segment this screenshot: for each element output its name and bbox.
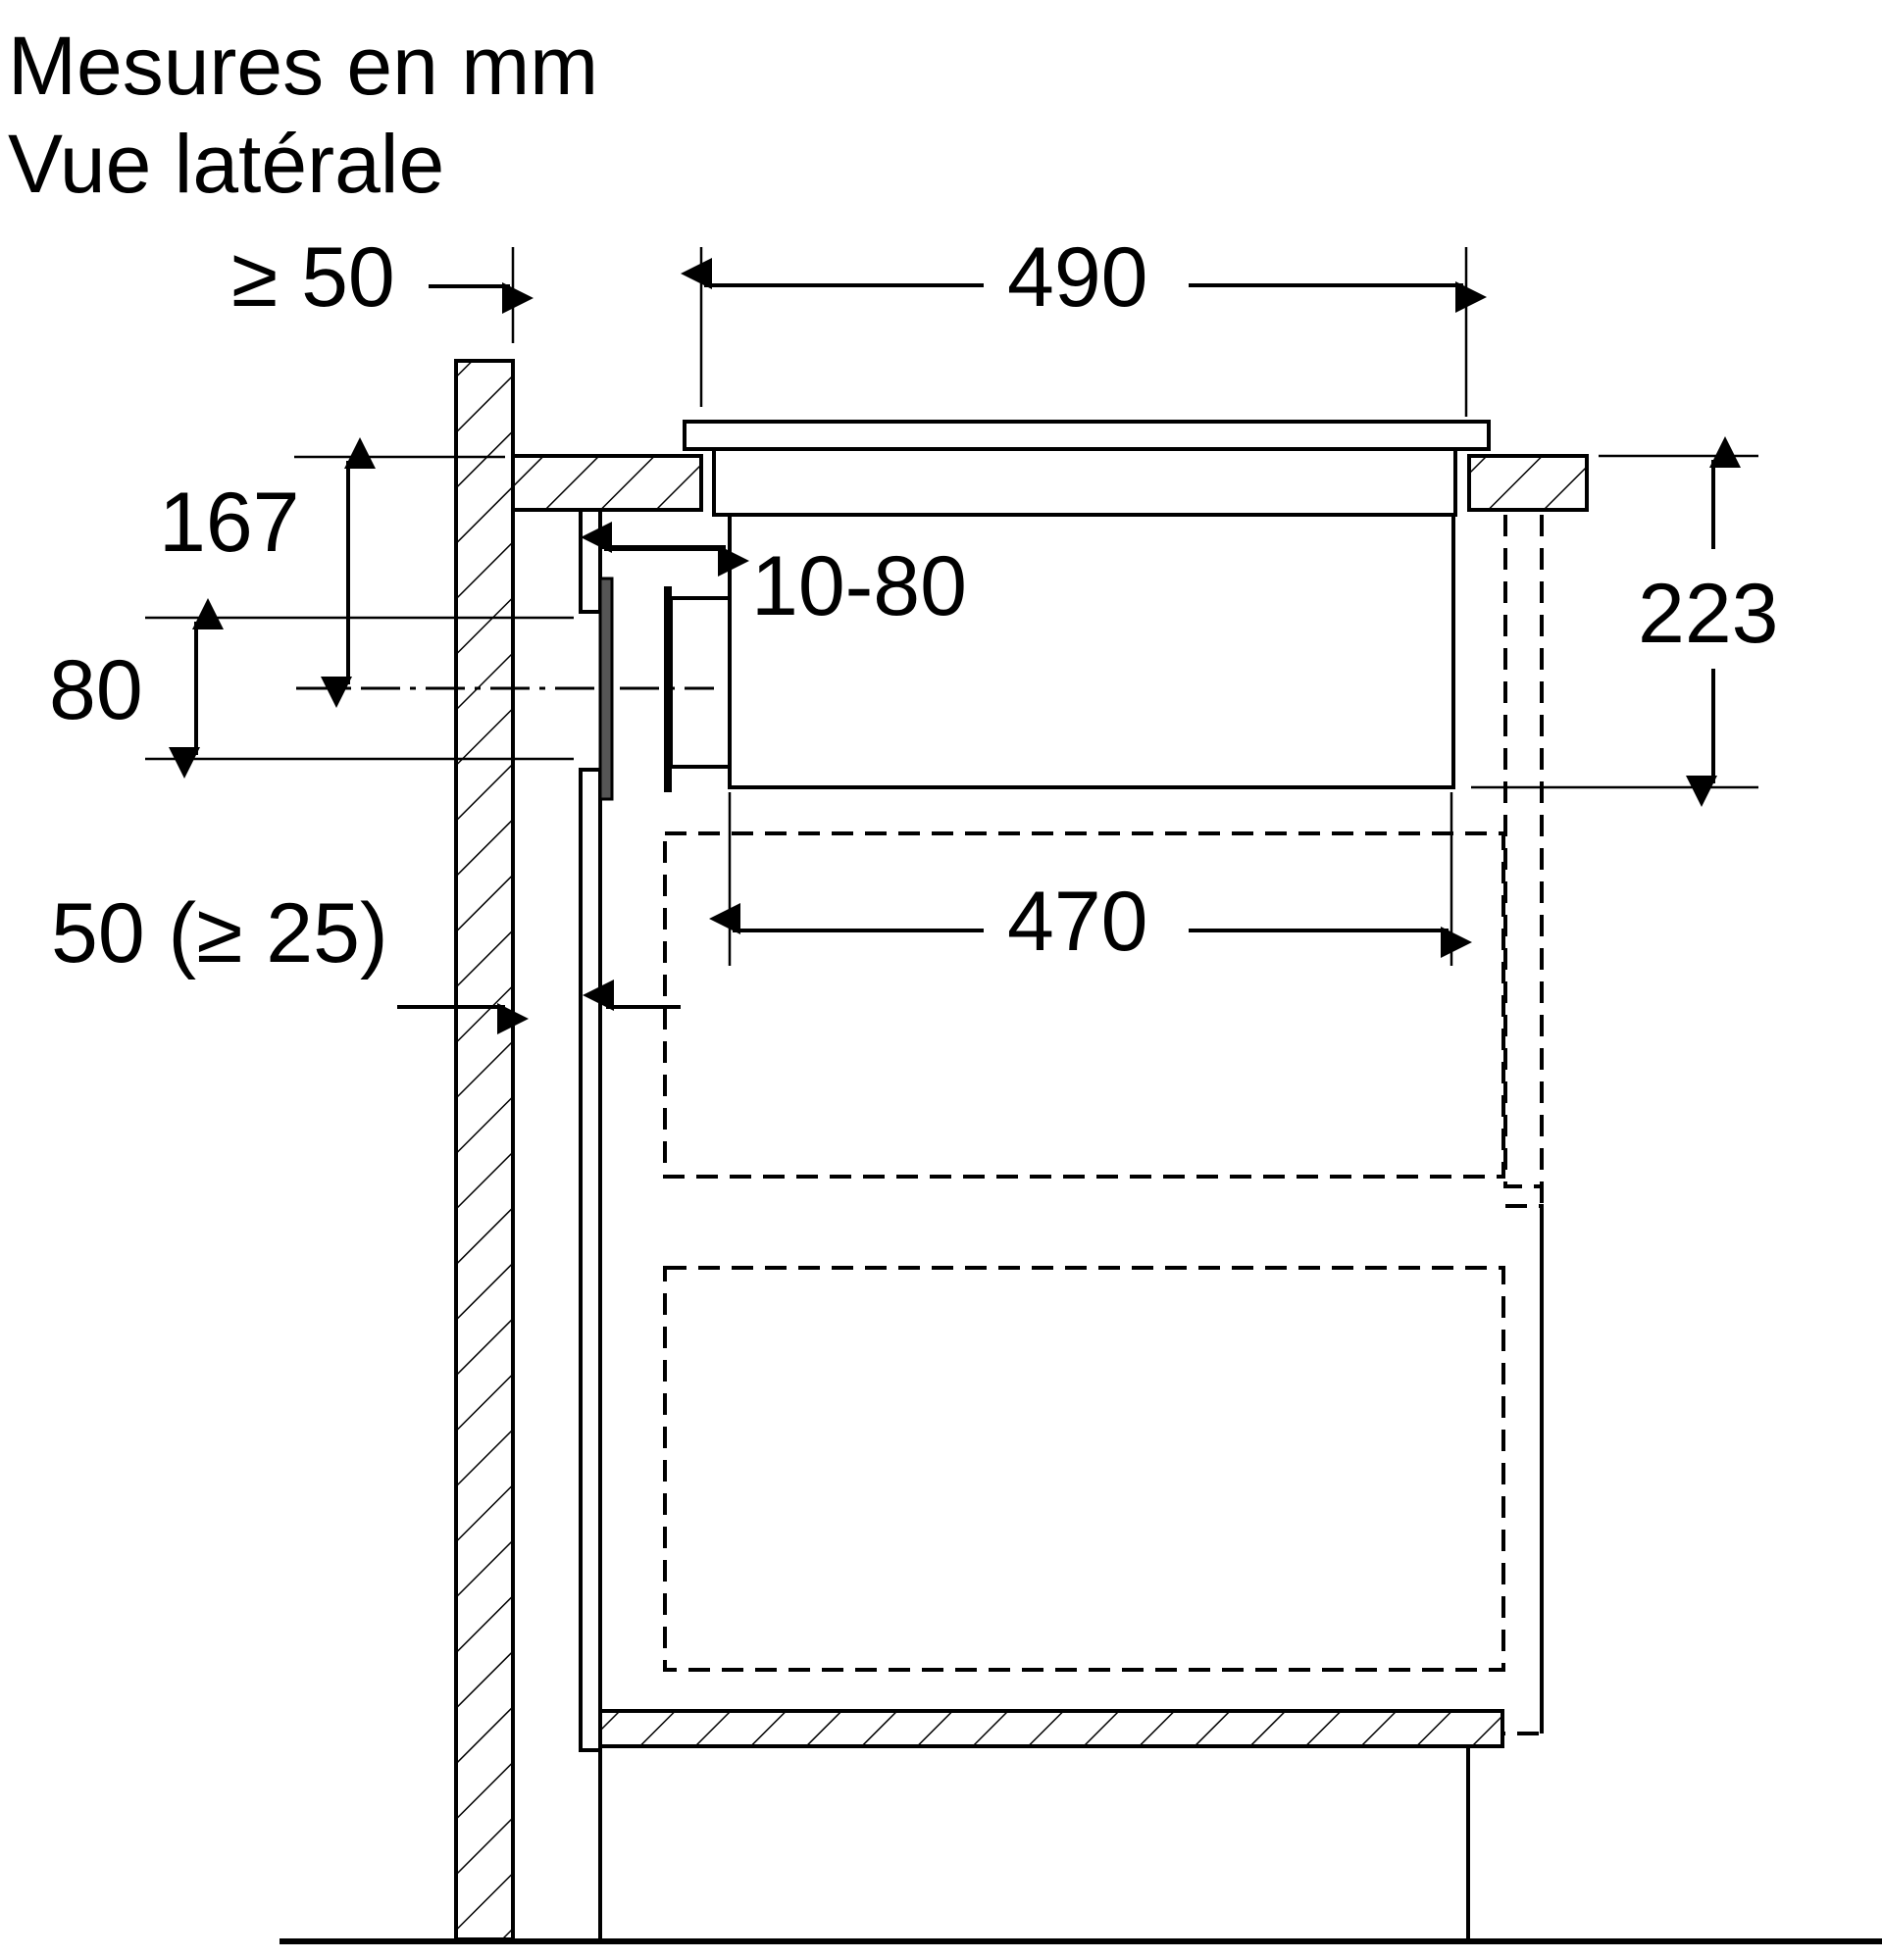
cabinet-opening-seal bbox=[598, 577, 614, 801]
countertop-right bbox=[1467, 454, 1589, 512]
hob-glass-top bbox=[683, 420, 1491, 451]
dim-rear-gap: 50 (≥ 25) bbox=[51, 886, 388, 980]
dim-wall-gap: ≥ 50 bbox=[231, 230, 395, 325]
dim-hob-width: 490 bbox=[1007, 230, 1148, 325]
cabinet-back-panel bbox=[579, 508, 602, 614]
hob-frame bbox=[712, 447, 1457, 517]
cabinet-back-panel-lower bbox=[579, 768, 602, 1752]
dim-offset: 10-80 bbox=[751, 539, 967, 633]
back-wall bbox=[454, 359, 515, 1941]
diagram-title-view: Vue latérale bbox=[8, 118, 444, 210]
cabinet-bottom-shelf bbox=[598, 1709, 1504, 1748]
dim-cutout-width: 470 bbox=[1007, 875, 1148, 969]
diagram-title-units: Mesures en mm bbox=[8, 20, 598, 112]
dim-depth: 167 bbox=[159, 476, 300, 570]
fan-duct bbox=[669, 596, 732, 769]
dim-total-depth: 223 bbox=[1638, 567, 1779, 661]
drawer-lower bbox=[663, 1266, 1505, 1672]
cabinet-front-lower bbox=[1502, 1204, 1544, 1735]
dim-duct-height: 80 bbox=[49, 643, 143, 737]
cabinet-front bbox=[1503, 515, 1540, 1188]
countertop-left bbox=[511, 454, 703, 512]
drawer-upper bbox=[663, 831, 1505, 1179]
